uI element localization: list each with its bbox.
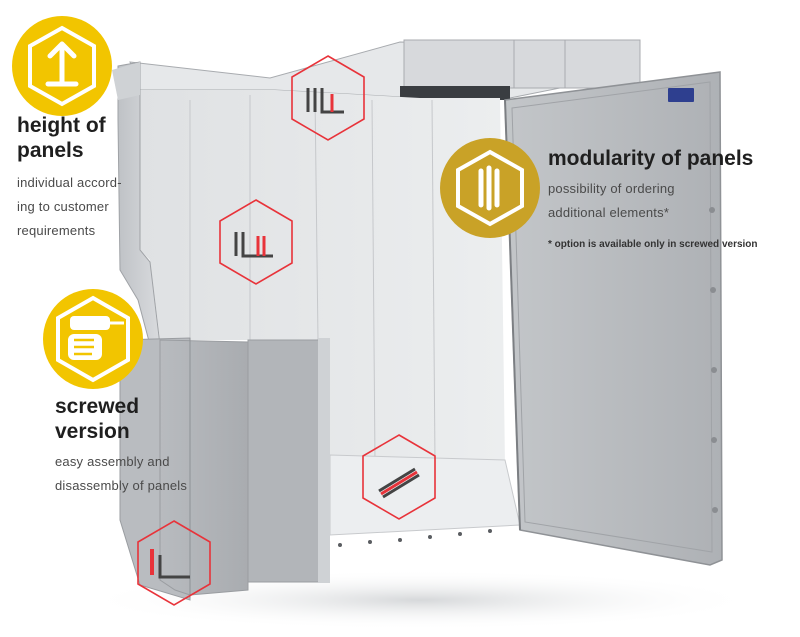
screwdriver-hand-icon — [43, 289, 143, 389]
door-nameplate — [668, 88, 694, 102]
modularity-desc-line1: possibility of ordering — [548, 181, 675, 196]
floor-rivets — [338, 529, 492, 547]
height-title-line2: panels — [17, 139, 84, 162]
height-title: height of panels — [17, 113, 106, 163]
screwed-title-line2: version — [55, 420, 130, 443]
vault-back-wall — [140, 90, 505, 465]
height-desc: individual accord- ing to customer requi… — [17, 171, 122, 243]
vault-left-frame — [112, 62, 140, 100]
panel-marker-wall — [219, 199, 293, 285]
modularity-title: modularity of panels — [548, 147, 754, 170]
screwed-desc-line1: easy assembly and — [55, 454, 170, 469]
height-desc-line3: requirements — [17, 223, 96, 238]
vault-floor — [329, 454, 521, 536]
screwed-desc-line2: disassembly of panels — [55, 478, 188, 493]
screwed-title-line1: screwed — [55, 395, 140, 418]
screwed-title: screwed version — [55, 394, 139, 444]
height-desc-line2: ing to customer — [17, 199, 109, 214]
vault-roof — [129, 39, 641, 100]
panel-marker-top — [291, 55, 365, 141]
floor-shadow — [80, 570, 760, 630]
arrow-up-icon — [12, 16, 112, 116]
height-title-line1: height of — [17, 114, 106, 137]
panel-marker-front — [137, 520, 211, 606]
modularity-desc: possibility of ordering additional eleme… — [548, 177, 675, 225]
modularity-desc-line2: additional elements* — [548, 205, 670, 220]
panel-marker-floor — [362, 434, 436, 520]
vault-front-panels — [119, 337, 330, 601]
footnote: * option is available only in screwed ve… — [548, 239, 758, 250]
panels-icon — [440, 138, 540, 238]
height-desc-line1: individual accord- — [17, 175, 122, 190]
screwed-desc: easy assembly and disassembly of panels — [55, 450, 187, 498]
